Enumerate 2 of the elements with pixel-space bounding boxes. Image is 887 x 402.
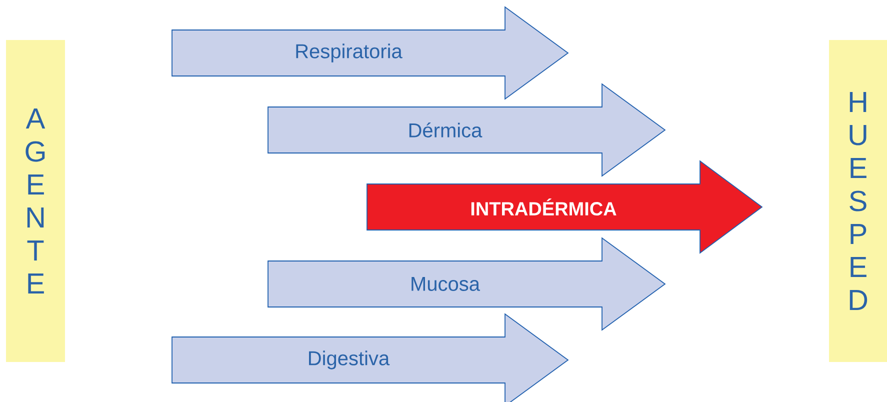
vertical-band: AGENTE — [6, 40, 65, 362]
vertical-band: HUESPED — [829, 40, 887, 362]
